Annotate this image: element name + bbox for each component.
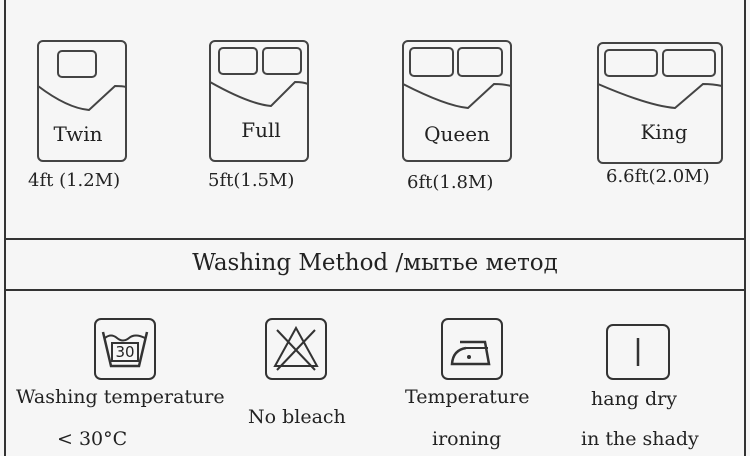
wash-30-icon: 30 (94, 318, 156, 380)
bed-full-label: Full (241, 118, 281, 142)
bed-twin: Twin (37, 40, 127, 162)
bed-queen-label: Queen (424, 122, 490, 146)
divider-top (4, 238, 746, 240)
no-bleach-icon (265, 318, 327, 380)
hang-dry-line1: hang dry (591, 388, 677, 410)
bed-full-size: 5ft(1.5M) (208, 170, 295, 191)
iron-line1: Temperature (405, 386, 530, 408)
bed-king-size: 6.6ft(2.0M) (606, 166, 710, 187)
bed-queen-size: 6ft(1.8M) (407, 172, 494, 193)
wash-temp-value: 30 (111, 342, 139, 362)
divider-bottom (4, 289, 746, 291)
bed-full: Full (209, 40, 309, 162)
bed-twin-size: 4ft (1.2M) (28, 170, 121, 191)
washing-heading: Washing Method /мытье метод (192, 250, 558, 276)
bed-king-label: King (640, 120, 688, 144)
bed-queen: Queen (402, 40, 512, 162)
bed-king: King (597, 42, 723, 164)
iron-icon (441, 318, 503, 380)
iron-line2: ironing (432, 428, 502, 450)
bed-twin-label: Twin (53, 122, 103, 146)
hang-dry-icon (606, 324, 670, 380)
wash-line2: < 30°C (57, 428, 128, 450)
bed-queen-icon (402, 40, 512, 162)
bed-king-icon (597, 42, 723, 164)
bed-twin-icon (37, 40, 127, 162)
bed-full-icon (209, 40, 309, 162)
outer-frame (4, 0, 746, 456)
wash-line1: Washing temperature (16, 386, 225, 408)
no-bleach-label: No bleach (248, 406, 346, 428)
hang-dry-line2: in the shady (581, 428, 699, 450)
